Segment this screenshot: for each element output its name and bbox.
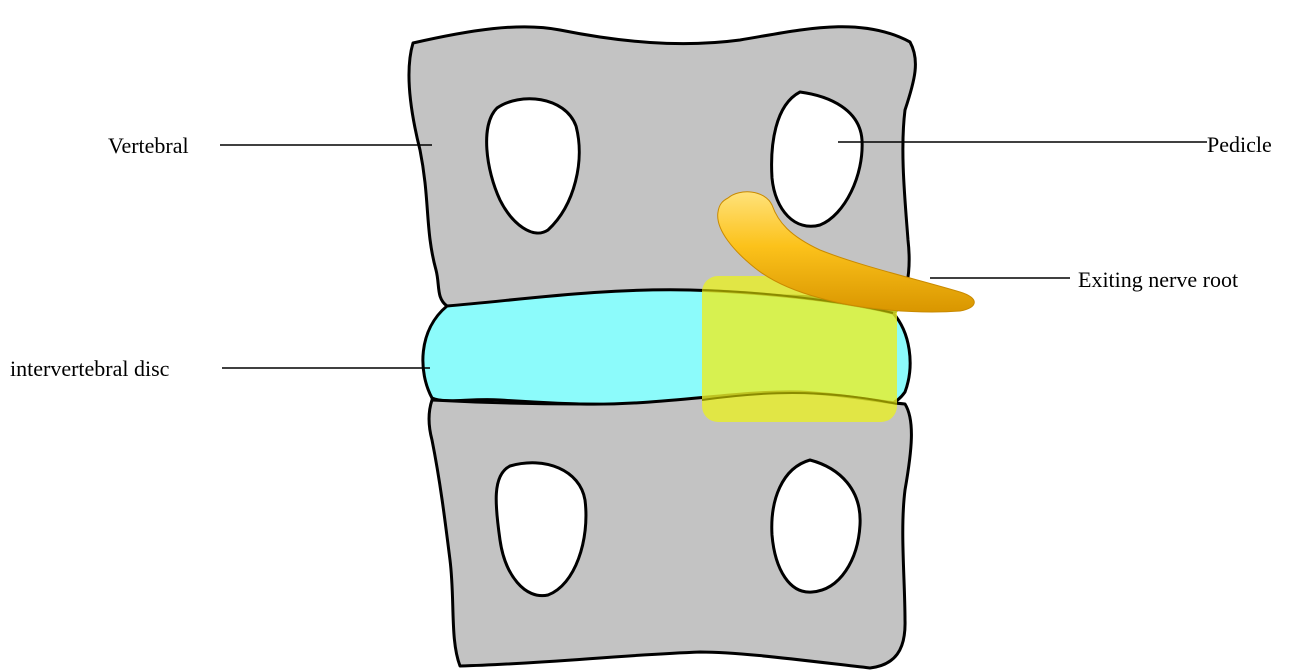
vertebral-label: Vertebral — [108, 133, 189, 158]
intervertebral-disc-label: intervertebral disc — [10, 356, 170, 381]
pedicle-label: Pedicle — [1207, 132, 1272, 157]
exiting-nerve-root-label: Exiting nerve root — [1078, 267, 1238, 292]
